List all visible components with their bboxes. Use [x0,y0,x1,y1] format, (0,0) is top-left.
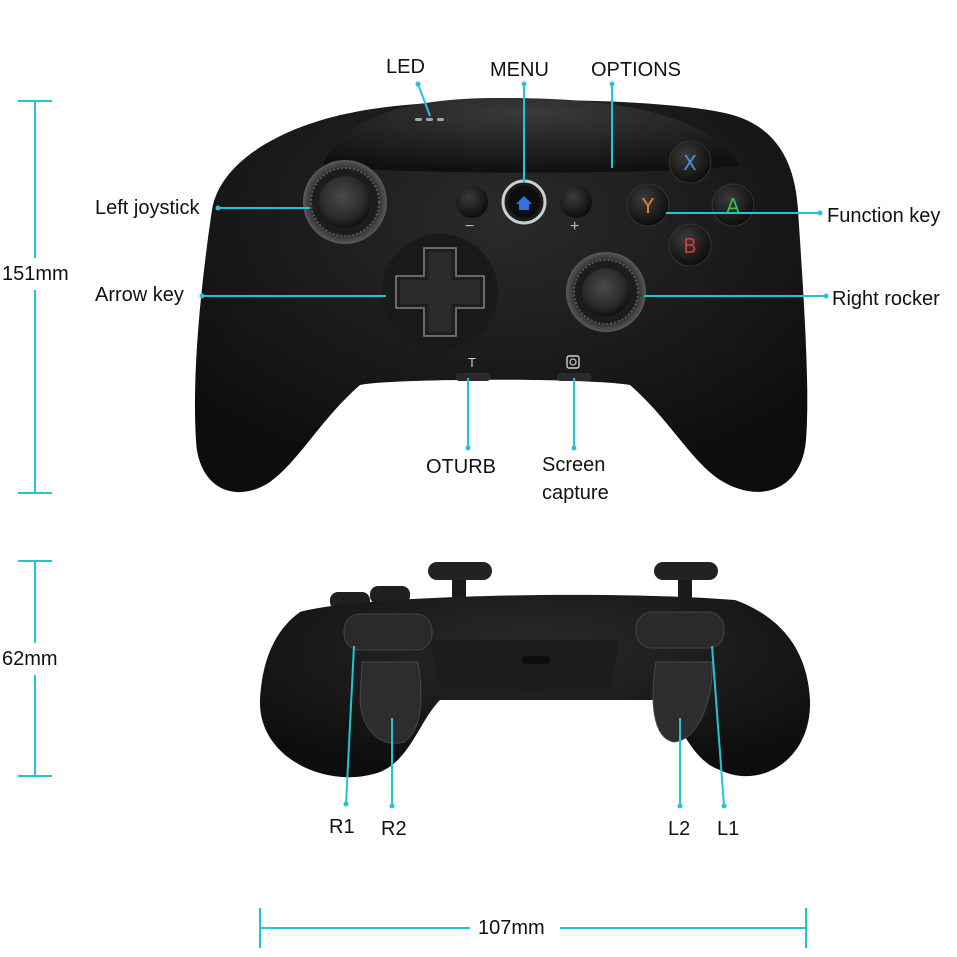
led-indicator [415,118,444,121]
svg-text:X: X [683,151,697,175]
l1-bumper [635,611,725,649]
leader-dots [199,81,829,809]
camera-icon [566,355,580,369]
dimension-width: 107mm [478,917,545,939]
label-r1: R1 [329,816,355,838]
dimension-height-back: 62mm [2,648,58,670]
label-r2: R2 [381,818,407,840]
label-right-rocker: Right rocker [832,288,940,310]
label-l2: L2 [668,818,691,840]
turbo-button [456,373,490,381]
svg-text:B: B [683,234,697,258]
label-oturb: OTURB [426,456,496,478]
label-screen-capture-line1: Screen [542,454,606,476]
svg-text:Y: Y [641,194,655,218]
label-options: OPTIONS [591,59,682,81]
r2-trigger [359,661,422,744]
controller-front: X Y A B [194,98,808,493]
capture-button [557,355,591,381]
label-led: LED [386,56,425,78]
l2-trigger [652,661,713,743]
plus-button [560,186,592,218]
menu-button [501,179,547,225]
label-l1: L1 [717,818,740,840]
minus-glyph: − [465,218,475,235]
label-screen-capture-line2: capture [542,482,609,504]
home-icon [516,196,532,210]
leader-lines [202,83,826,807]
left-joystick [303,160,387,244]
controller-top-shell [322,98,740,173]
dimension-height-front: 151mm [2,263,69,285]
r1-bumper [343,613,433,651]
minus-button [456,186,488,218]
label-left-joystick: Left joystick [95,197,200,219]
svg-text:A: A [726,194,740,218]
label-function-key: Function key [827,205,941,227]
label-menu: MENU [490,59,549,81]
controller-back [259,562,811,778]
turbo-glyph: T [468,355,476,370]
plus-glyph: + [570,218,580,235]
face-buttons: X Y A B [626,140,755,267]
dpad [382,234,498,350]
right-joystick [566,252,646,332]
dimension-lines [18,100,807,948]
label-arrow-key: Arrow key [95,284,184,306]
